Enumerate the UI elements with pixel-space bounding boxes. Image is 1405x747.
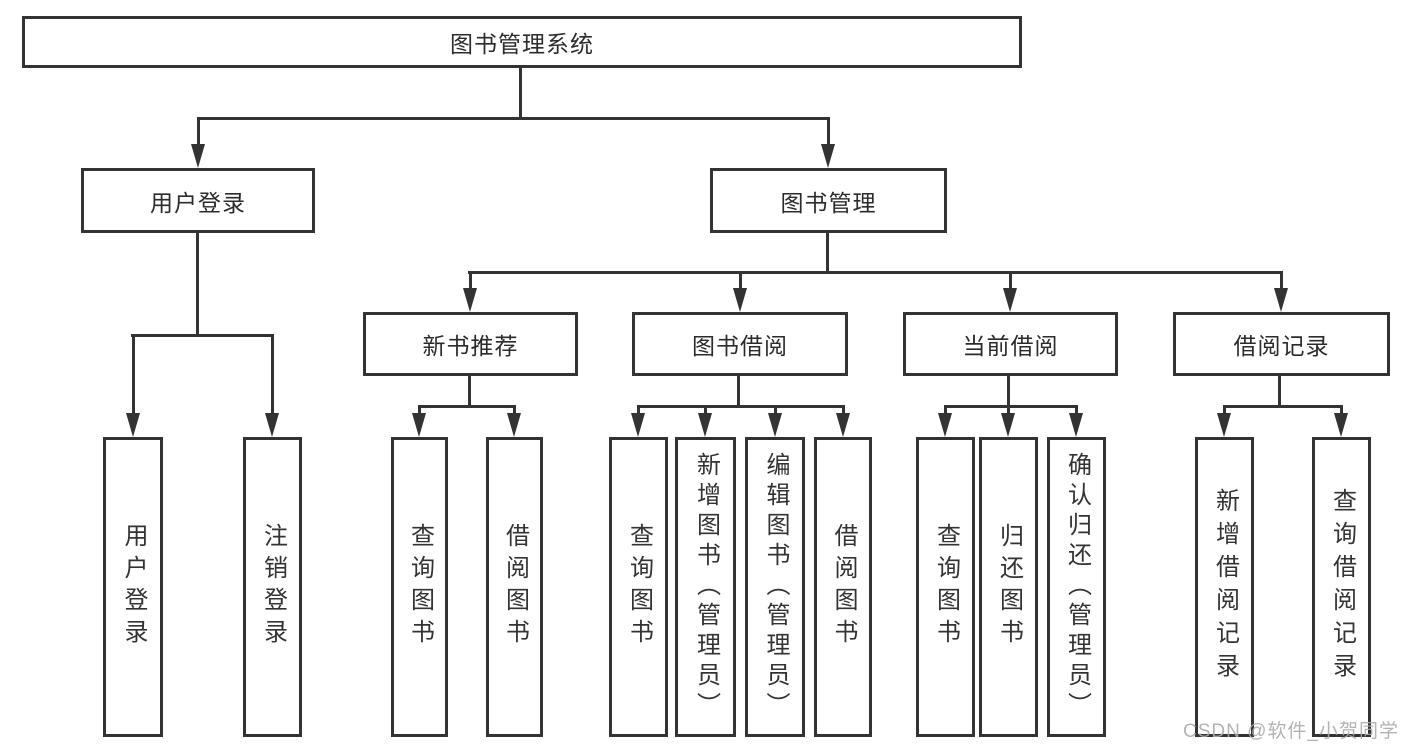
connector-line [468,376,471,408]
leaf-user-login-label: 用户登录 [120,523,147,651]
node-new-book-recommend: 新书推荐 [363,312,578,376]
leaf-return-book: 归还图书 [979,437,1038,737]
connector-line [1007,405,1010,419]
leaf-confirm-return-admin: 确认归还（管理员） [1047,437,1106,737]
leaf-borrow-books-1: 借阅图书 [486,437,543,737]
leaf-query-borrow-record: 查询借阅记录 [1312,437,1371,737]
connector-line [1340,405,1343,419]
leaf-query-books-3-label: 查询图书 [932,523,960,651]
node-borrow-records: 借阅记录 [1173,312,1390,376]
node-library-system-label: 图书管理系统 [450,31,594,57]
arrowhead-icon [191,144,205,168]
connector-line [519,68,522,119]
leaf-query-books-1: 查询图书 [391,437,448,737]
arrowhead-icon [126,413,140,437]
leaf-user-login: 用户登录 [103,437,163,737]
node-new-book-recommend-label: 新书推荐 [422,333,519,359]
arrowhead-icon [265,413,279,437]
leaf-borrow-books-2-label: 借阅图书 [830,523,857,651]
arrowhead-icon [631,413,645,437]
connector-line [944,405,1078,408]
csdn-watermark: CSDN @软件_小贺同学 [1183,721,1399,742]
arrowhead-icon [507,413,521,437]
arrowhead-icon [1001,413,1015,437]
connector-line [271,334,274,419]
connector-line [513,405,516,419]
arrowhead-icon [463,288,477,312]
connector-line [468,271,1282,274]
leaf-borrow-books-1-label: 借阅图书 [501,523,529,651]
node-current-borrow: 当前借阅 [903,312,1118,376]
leaf-edit-book-admin: 编辑图书（管理员） [745,437,805,737]
arrowhead-icon [1003,288,1017,312]
connector-line [418,405,421,419]
connector-line [774,405,777,419]
connector-line [842,405,845,419]
connector-line [197,117,200,150]
arrowhead-icon [768,413,782,437]
connector-line [637,405,845,408]
connector-line [704,405,707,419]
arrowhead-icon [1217,413,1231,437]
leaf-add-book-admin: 新增图书（管理员） [675,437,736,737]
arrowhead-icon [821,144,835,168]
node-book-borrow-label: 图书借阅 [692,333,788,359]
leaf-query-books-3: 查询图书 [916,437,975,737]
connector-line [944,405,947,419]
node-library-system: 图书管理系统 [22,16,1022,68]
connector-line [197,117,830,120]
connector-line [826,233,829,274]
arrowhead-icon [938,413,952,437]
arrowhead-icon [1069,413,1083,437]
node-user-login-label: 用户登录 [150,189,246,216]
leaf-confirm-return-admin-label: 确认归还（管理员） [1063,452,1091,722]
connector-line [132,334,135,419]
leaf-add-borrow-record-label: 新增借阅记录 [1211,488,1239,686]
connector-line [827,117,830,150]
node-user-login: 用户登录 [81,168,315,233]
node-book-borrow: 图书借阅 [632,312,848,376]
node-current-borrow-label: 当前借阅 [962,333,1059,359]
leaf-query-books-1-label: 查询图书 [406,523,434,651]
connector-line [1278,376,1281,408]
node-borrow-records-label: 借阅记录 [1233,333,1330,359]
leaf-query-books-2: 查询图书 [609,437,668,737]
arrowhead-icon [1274,288,1288,312]
arrowhead-icon [1334,413,1348,437]
arrowhead-icon [698,413,712,437]
leaf-logout-label: 注销登录 [259,523,287,651]
connector-line [469,271,472,294]
leaf-logout: 注销登录 [243,437,302,737]
leaf-add-borrow-record: 新增借阅记录 [1195,437,1254,737]
connector-line [637,405,640,419]
leaf-query-books-2-label: 查询图书 [625,523,653,651]
arrowhead-icon [733,288,747,312]
connector-line [739,271,742,294]
leaf-return-book-label: 归还图书 [995,523,1023,651]
leaf-add-book-admin-label: 新增图书（管理员） [692,452,720,722]
connector-line [131,334,274,337]
leaf-borrow-books-2: 借阅图书 [814,437,872,737]
connector-line [196,233,199,337]
connector-line [1223,405,1343,408]
leaf-edit-book-admin-label: 编辑图书（管理员） [762,452,789,722]
node-book-management: 图书管理 [710,168,947,233]
arrowhead-icon [412,413,426,437]
connector-line [1223,405,1226,419]
connector-line [1009,271,1012,294]
connector-line [1280,271,1283,294]
node-book-management-label: 图书管理 [780,189,877,216]
leaf-query-borrow-record-label: 查询借阅记录 [1328,488,1356,686]
connector-line [418,405,516,408]
connector-line [1075,405,1078,419]
arrowhead-icon [836,413,850,437]
connector-line [1007,376,1010,408]
connector-line [737,376,740,408]
